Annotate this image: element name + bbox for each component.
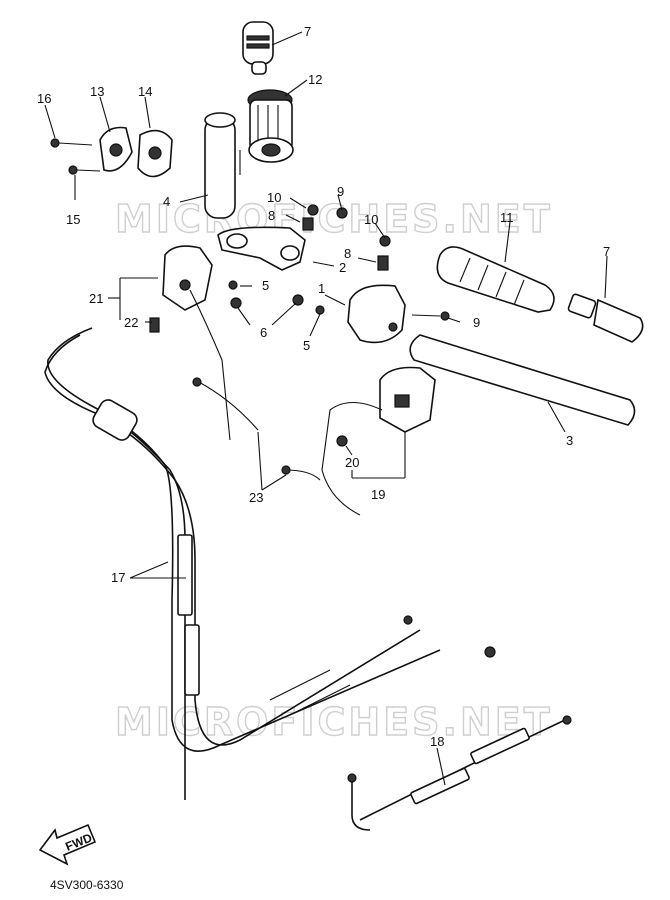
- callout-3: 3: [566, 433, 573, 448]
- handlebar-clamp: [217, 226, 306, 271]
- throttle-cables: [44, 327, 496, 800]
- callout-2: 2: [339, 260, 346, 275]
- callout-4: 4: [163, 194, 170, 209]
- callout-11: 11: [500, 210, 514, 225]
- callout-8-top: 8: [268, 208, 275, 223]
- grip-end-right: [567, 293, 644, 343]
- throttle-grip: [247, 89, 294, 163]
- callout-5-top: 5: [262, 278, 269, 293]
- handlebar-right: [409, 334, 636, 426]
- callout-13: 13: [90, 84, 104, 99]
- callout-9-right: 9: [473, 315, 480, 330]
- left-switch-assembly: [162, 245, 231, 441]
- callout-15: 15: [66, 212, 80, 227]
- callout-17: 17: [111, 570, 125, 585]
- callout-22: 22: [124, 315, 138, 330]
- callout-7-right: 7: [603, 244, 610, 259]
- callout-10-mid: 10: [364, 212, 378, 227]
- grip-end-top: [242, 21, 274, 75]
- callout-14: 14: [138, 84, 152, 99]
- callout-16: 16: [37, 91, 51, 106]
- screws-center: [149, 280, 325, 333]
- throttle-housing-halves: [99, 126, 173, 178]
- callout-23: 23: [249, 490, 263, 505]
- clutch-cable: [347, 715, 572, 831]
- small-hardware: [302, 204, 391, 271]
- screws-left: [50, 138, 101, 175]
- leader-lines: [44, 31, 608, 786]
- callout-7-top: 7: [304, 24, 311, 39]
- right-switch-assembly: [321, 366, 436, 516]
- handlebar-left: [204, 112, 236, 219]
- harness-strap: [192, 377, 321, 481]
- drawing-code: 4SV300-6330: [50, 878, 124, 892]
- callout-5-bottom: 5: [303, 338, 310, 353]
- callout-1: 1: [318, 281, 325, 296]
- watermark-bottom: MICROFICHES.NET: [115, 700, 553, 744]
- callout-12: 12: [308, 72, 322, 87]
- grip-right: [436, 246, 555, 313]
- switch-housing-upper: [347, 284, 450, 344]
- callout-20: 20: [345, 455, 359, 470]
- fwd-arrow-icon: FWD: [38, 823, 97, 866]
- callout-18: 18: [430, 734, 444, 749]
- callout-9-top: 9: [337, 184, 344, 199]
- callout-6: 6: [260, 325, 267, 340]
- callout-21: 21: [89, 291, 103, 306]
- callout-10-top: 10: [267, 190, 281, 205]
- callout-labels: 7 12 13 14 16 15 4 10 9 8 10 11 8 2 7 21…: [37, 24, 610, 749]
- watermark-top: MICROFICHES.NET: [115, 197, 553, 241]
- callout-19: 19: [371, 487, 385, 502]
- callout-8-mid: 8: [344, 246, 351, 261]
